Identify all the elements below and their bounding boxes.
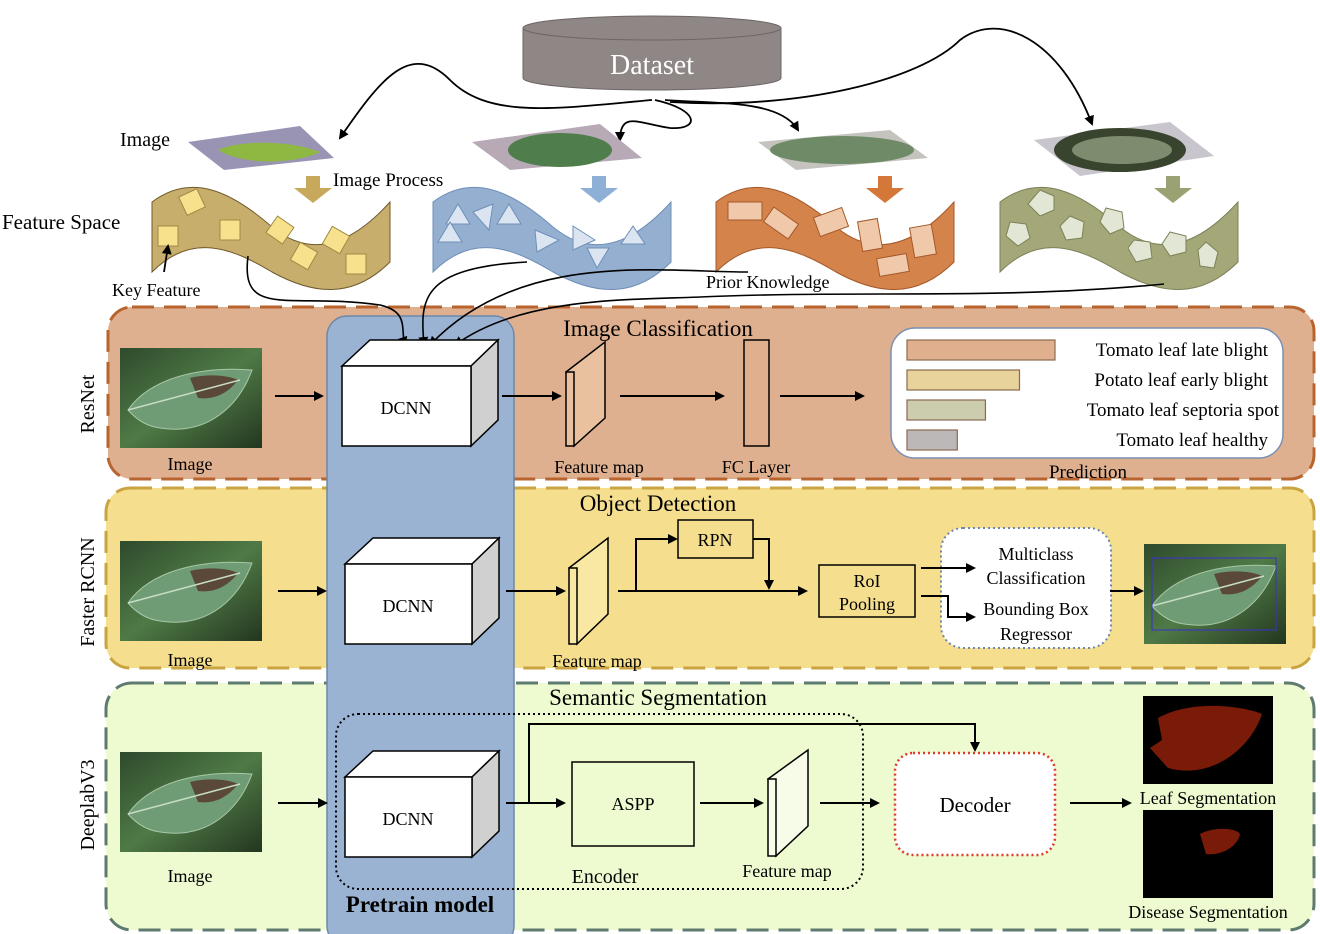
prediction-label: Prediction [1049,462,1128,483]
feature-space-2 [432,186,672,291]
down-arrow-icon [294,176,332,203]
deeplab-feature-map-label: Feature map [742,861,831,881]
roi-label-1: RoI [854,571,881,591]
prediction-class-label: Potato leaf early blight [1094,370,1268,391]
rpn-box [677,519,754,559]
deeplab-model-label: DeeplabV3 [77,759,99,850]
semantic-segmentation-title: Semantic Segmentation [549,685,767,710]
resnet-feature-map [565,340,606,448]
dataset-cylinder: Dataset [522,15,782,91]
resnet-model-label: ResNet [77,374,99,433]
deeplab-image-label: Image [168,866,213,886]
deeplab-input-image [119,751,263,853]
resnet-image-label: Image [168,454,213,474]
dcnn-label: DCNN [380,398,431,418]
resnet-input-image [119,347,263,449]
dataset-arrows [338,27,1094,142]
disease-segmentation-image [1143,810,1273,898]
leaf-icon [770,136,914,164]
rcnn-feature-map [568,536,609,646]
leaf-icon [218,142,320,162]
roi-pooling-box [818,564,916,618]
feature-space-1 [151,186,391,291]
encoder-label: Encoder [572,866,639,888]
prediction-class-label: Tomato leaf septoria spot [1087,400,1280,421]
rcnn-image-label: Image [168,650,213,670]
down-arrow-icon [580,176,618,203]
rpn-label: RPN [697,530,732,550]
prior-knowledge-label: Prior Knowledge [706,272,829,292]
dataset-label: Dataset [610,50,694,81]
feature-space-label: Feature Space [2,210,120,234]
key-feature-arrow [161,244,172,273]
multiclass-label-1: Multiclass [999,544,1074,564]
faster-rcnn-model-label: Faster RCNN [77,537,99,646]
fc-layer [743,339,770,447]
sample-images [188,122,1214,176]
leaf-segmentation-image [1143,696,1273,784]
object-detection-title: Object Detection [580,491,737,516]
dcnn-label: DCNN [382,809,433,829]
rcnn-input-image [119,540,263,642]
prediction-bar [906,369,1021,391]
encoder-region [335,713,864,890]
resnet-feature-map-label: Feature map [554,457,643,477]
prediction-bar [906,339,1056,361]
resnet-dcnn-block: DCNN [340,338,500,448]
leaf-icon [508,133,612,167]
bbox-label-2: Regressor [1000,624,1072,644]
prediction-bar [906,429,958,451]
disease-segmentation-label: Disease Segmentation [1128,902,1287,922]
roi-label-2: Pooling [839,594,895,614]
prediction-class-label: Tomato leaf late blight [1096,340,1269,361]
leaf-segmentation-label: Leaf Segmentation [1140,788,1276,808]
aspp-label: ASPP [611,794,654,814]
pretrain-label: Pretrain model [346,892,494,917]
feature-space-4 [999,186,1239,291]
deeplab-dcnn-block: DCNN [343,749,501,859]
rcnn-feature-map-label: Feature map [552,651,641,671]
image-classification-title: Image Classification [563,316,753,341]
image-label: Image [120,129,170,151]
image-process-label: Image Process [333,170,443,191]
feature-curves [246,255,1165,347]
fc-layer-label: FC Layer [722,457,790,477]
key-feature-label: Key Feature [112,280,200,300]
deeplab-feature-map [767,748,809,858]
prediction-bar [906,399,987,421]
down-arrows [294,176,1192,203]
heads-box [940,527,1112,649]
down-arrow-icon [866,176,904,203]
aspp-box [571,761,695,847]
deeplab-panel [104,681,1316,932]
multiclass-label-2: Classification [987,568,1086,588]
dcnn-label: DCNN [382,596,433,616]
bounding-box [1151,557,1277,631]
down-arrow-icon [1154,176,1192,203]
prediction-class-label: Tomato leaf healthy [1116,430,1268,451]
bbox-label-1: Bounding Box [983,599,1089,619]
decoder-label: Decoder [939,793,1010,817]
decoder-box [893,751,1057,857]
rcnn-dcnn-block: DCNN [343,536,501,646]
detection-output-image [1143,543,1287,645]
feature-space-3 [715,186,955,291]
